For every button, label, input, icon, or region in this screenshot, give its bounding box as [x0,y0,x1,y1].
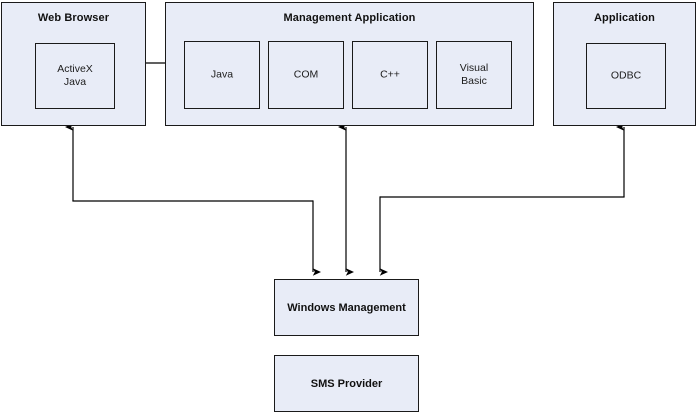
box-windows-management[interactable]: Windows Management [274,279,419,336]
application-title: Application [594,12,655,24]
java-label: Java [210,68,234,81]
container-web-browser[interactable]: Web Browser ActiveX Java [1,2,146,126]
visual-basic-label: Visual Basic [459,62,489,87]
leaf-activex-java[interactable]: ActiveX Java [35,43,115,109]
box-sms-provider[interactable]: SMS Provider [274,355,419,412]
web-browser-title: Web Browser [37,12,110,24]
cpp-label: C++ [380,68,400,81]
com-label: COM [293,68,319,81]
leaf-cpp[interactable]: C++ [352,41,428,109]
leaf-visual-basic[interactable]: Visual Basic [436,41,512,109]
leaf-com[interactable]: COM [268,41,344,109]
container-application[interactable]: Application ODBC [553,2,696,126]
leaf-odbc[interactable]: ODBC [586,43,666,109]
container-management-application[interactable]: Management Application Java COM C++ Visu… [165,2,534,126]
leaf-java[interactable]: Java [184,41,260,109]
windows-management-label: Windows Management [287,301,406,314]
management-application-title: Management Application [283,12,416,24]
sms-provider-label: SMS Provider [310,377,383,390]
activex-java-label: ActiveX Java [57,63,93,88]
odbc-label: ODBC [610,69,642,82]
